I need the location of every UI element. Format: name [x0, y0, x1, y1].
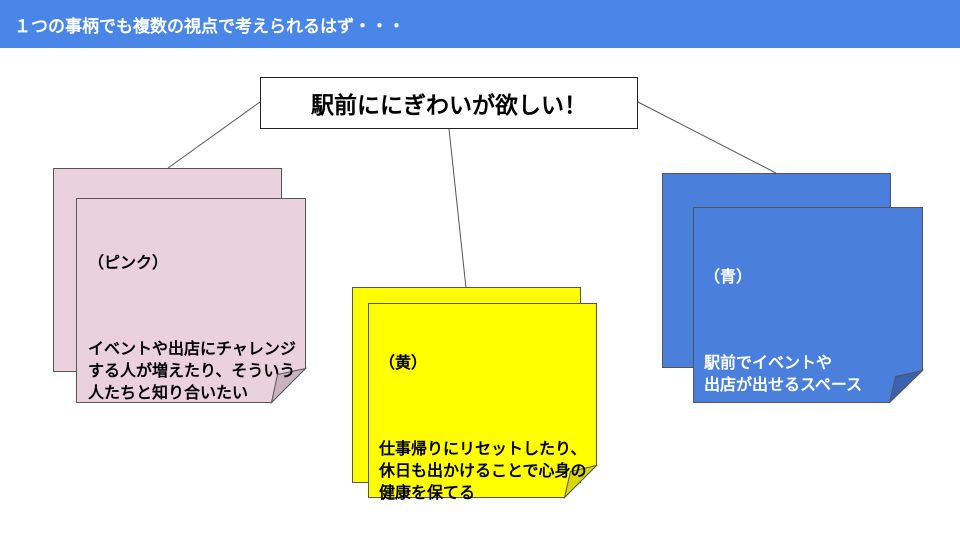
yellow-note-label: （黄） [379, 353, 428, 372]
folded-corner [888, 369, 925, 405]
connector-blue [637, 101, 777, 174]
central-idea-text: 駅前ににぎわいが欲しい！ [311, 93, 587, 119]
sticky-note-yellow: （黄） 仕事帰りにリセットしたり、休日も出かけることで心身の健康を保てる [352, 287, 599, 502]
yellow-note-body: 仕事帰りにリセットしたり、休日も出かけることで心身の健康を保てる [379, 439, 587, 502]
sticky-note-pink-shape [53, 168, 308, 405]
header-bar: １つの事柄でも複数の視点で考えられるはず・・・ [0, 0, 960, 48]
connector-pink [167, 101, 261, 169]
sticky-note-blue-shape [662, 173, 925, 405]
connector-yellow [448, 128, 467, 289]
folded-corner [270, 367, 308, 405]
folded-corner [563, 464, 599, 500]
sticky-note-blue: （青） 駅前でイベントや 出店が出せるスペース [662, 173, 925, 405]
pink-note-label: （ピンク） [88, 253, 169, 272]
central-idea-box: 駅前ににぎわいが欲しい！ [260, 77, 638, 129]
pink-note-body: イベントや出店にチャレンジする人が増えたり、そういう人たちと知り合いたい [88, 339, 296, 402]
blue-note-body: 駅前でイベントや 出店が出せるスペース [704, 353, 863, 394]
sticky-note-pink: （ピンク） イベントや出店にチャレンジする人が増えたり、そういう人たちと知り合い… [53, 168, 308, 405]
page-title: １つの事柄でも複数の視点で考えられるはず・・・ [14, 17, 405, 37]
blue-note-label: （青） [704, 267, 753, 286]
sticky-note-yellow-shape [352, 287, 599, 500]
